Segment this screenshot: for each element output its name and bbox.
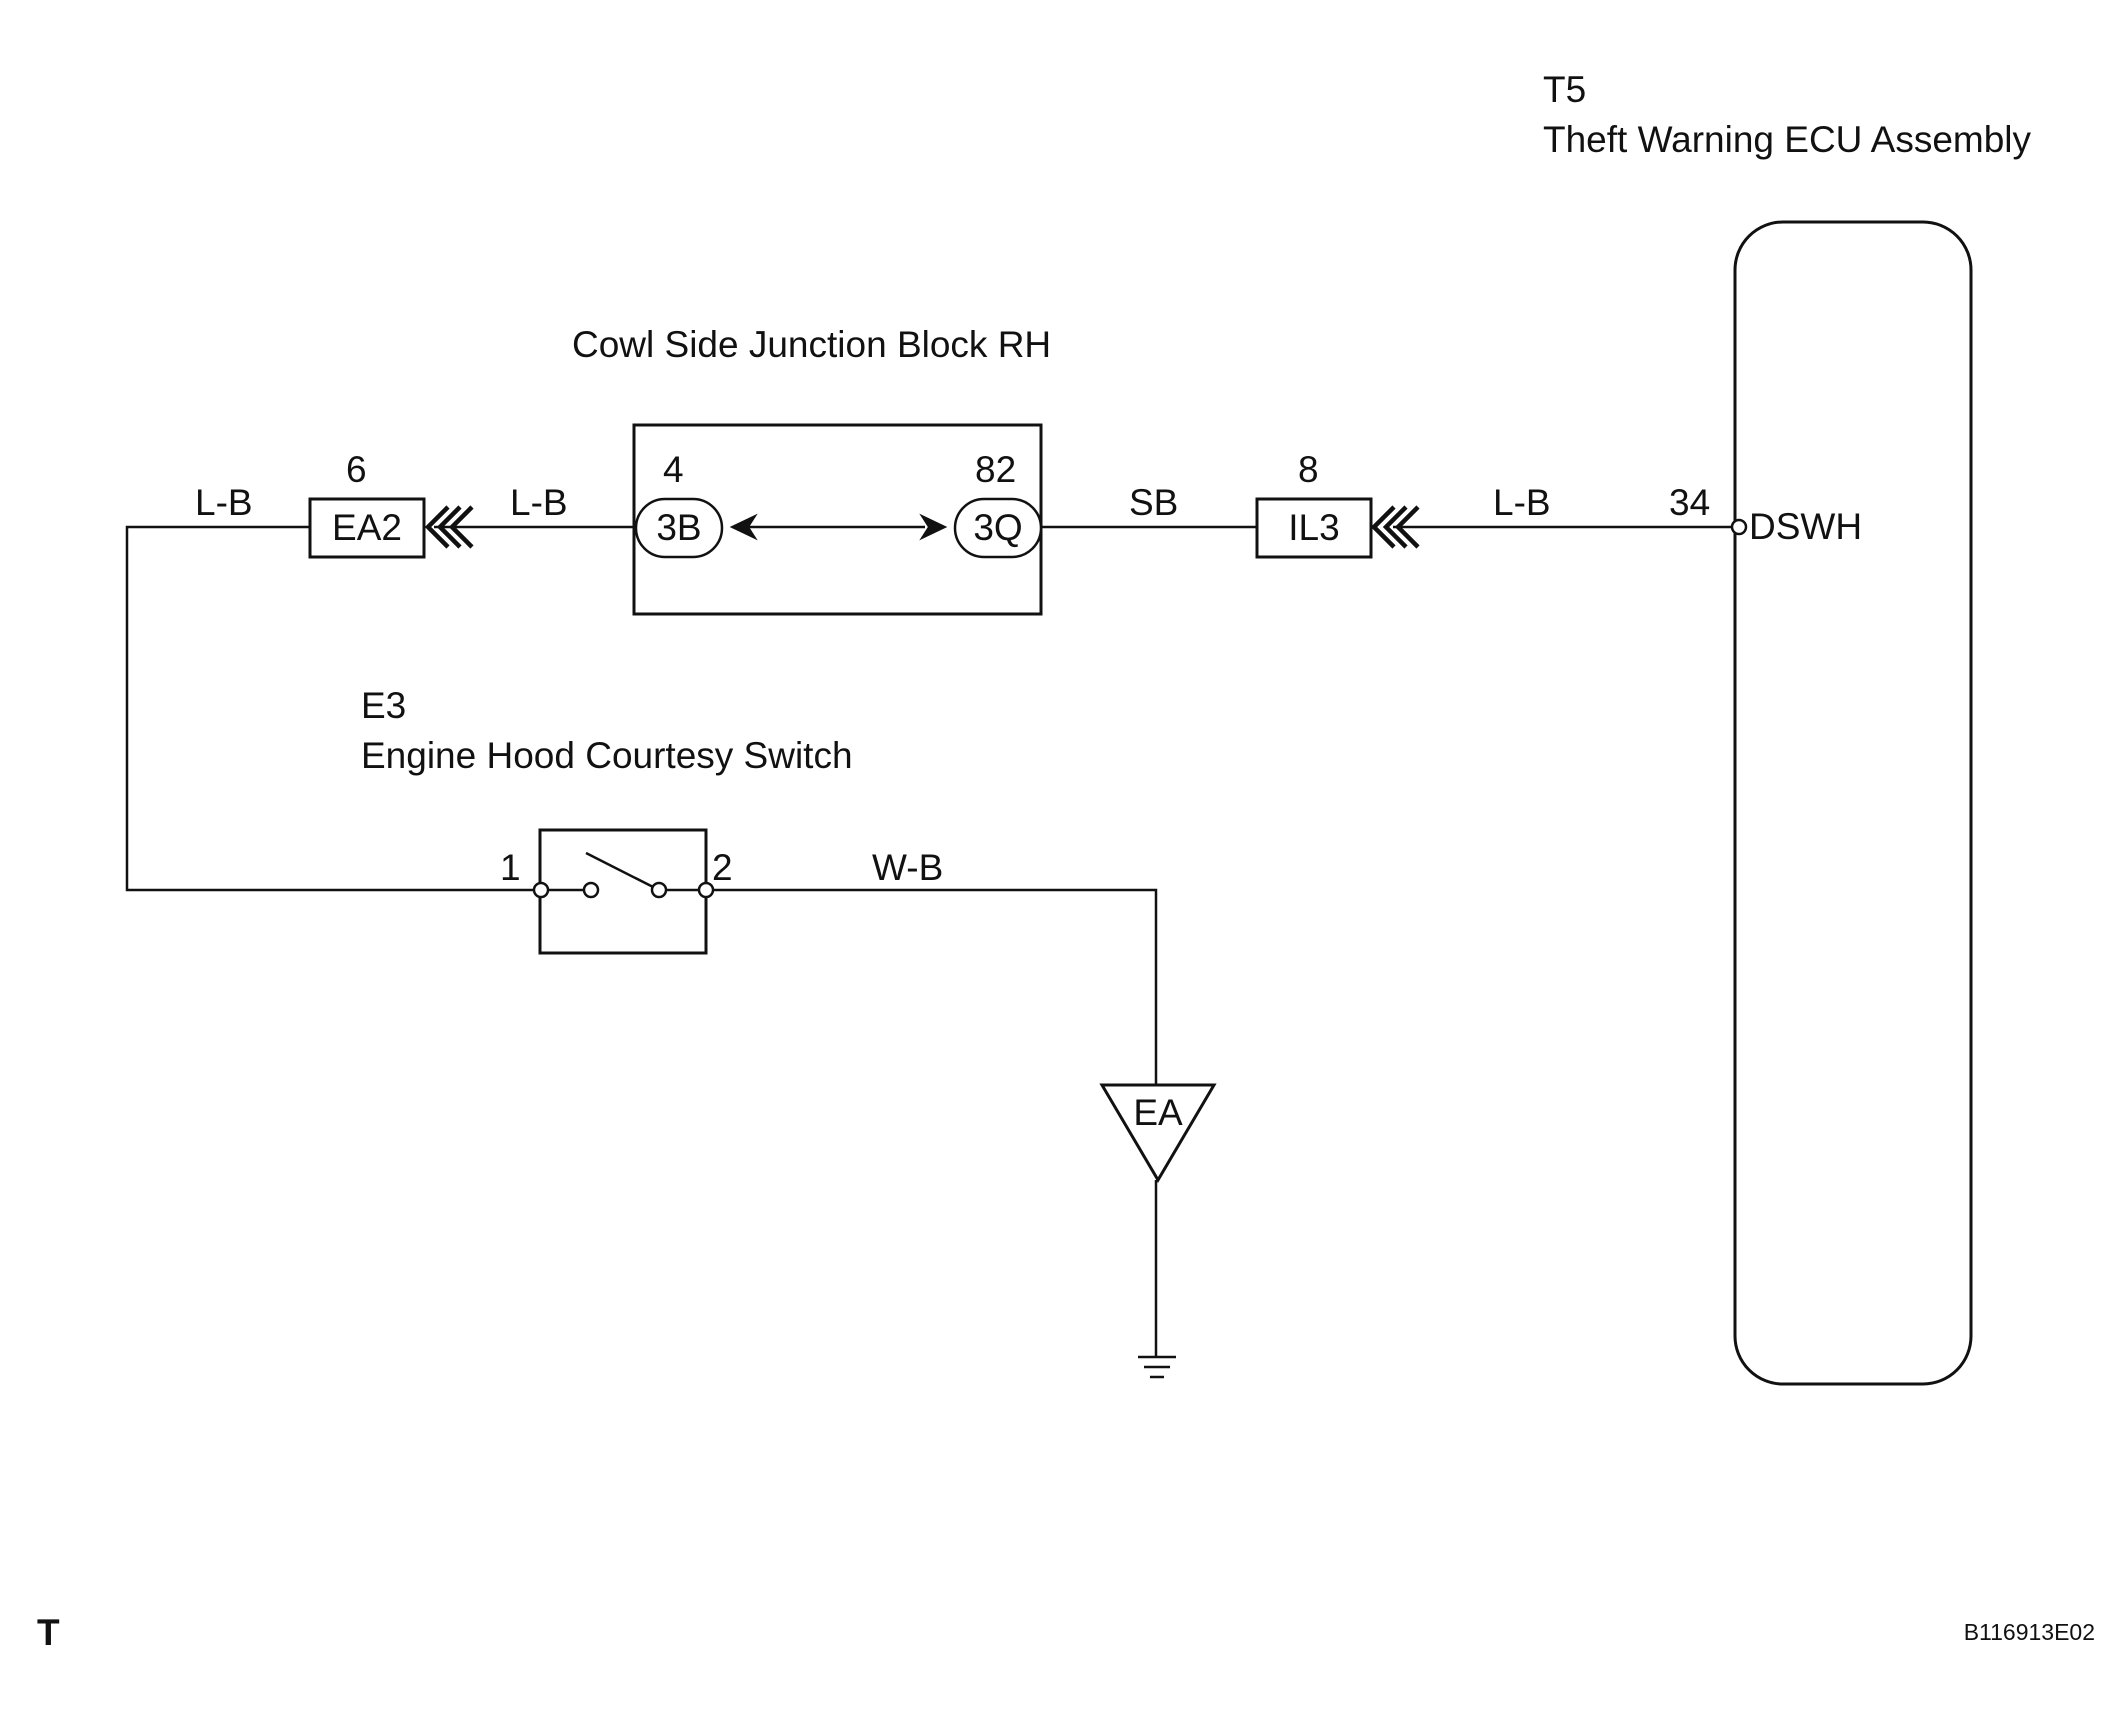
jb-right-arrow-icon — [919, 513, 948, 541]
jb-right-connector — [953, 497, 1043, 559]
switch-pin-1: 1 — [500, 847, 521, 888]
ecu-pin: 34 — [1669, 482, 1710, 523]
wire-paths — [125, 525, 1735, 1357]
jb-left-pin: 4 — [663, 449, 684, 490]
ecu-terminal-pin — [1730, 518, 1748, 536]
wire-color-ea2-to-jb: L-B — [510, 482, 568, 523]
jb-right-pin: 82 — [975, 449, 1016, 490]
corner-mark: T — [37, 1612, 60, 1653]
wire-color-il3-to-ecu: L-B — [1493, 482, 1551, 523]
ground-point-triangle — [1099, 1083, 1217, 1183]
wire-color-switch-ground: W-B — [872, 847, 943, 888]
il3-pin-number: 8 — [1298, 449, 1319, 490]
wire-color-jb-to-il3: SB — [1129, 482, 1178, 523]
ground-point-label: EA — [1133, 1092, 1183, 1133]
switch-contact-icon — [532, 851, 715, 899]
il3-connector-box — [1255, 497, 1373, 559]
ecu-code: T5 — [1543, 69, 1586, 110]
wire-left-loop — [125, 525, 540, 892]
ecu-body — [1733, 220, 1973, 1386]
ground-icon — [1138, 1355, 1176, 1379]
switch-pin-2: 2 — [712, 847, 733, 888]
jb-left-connector-label: 3B — [656, 507, 701, 548]
ea2-connector-label: EA2 — [332, 507, 402, 548]
jb-left-arrow-icon — [729, 513, 758, 541]
jb-left-connector — [634, 497, 724, 559]
il3-connector-label: IL3 — [1288, 507, 1339, 548]
switch-body — [538, 828, 708, 955]
switch-name: Engine Hood Courtesy Switch — [361, 735, 853, 776]
ecu-terminal-label: DSWH — [1749, 506, 1862, 547]
jb-right-connector-label: 3Q — [973, 507, 1022, 548]
junction-block-title: Cowl Side Junction Block RH — [572, 324, 1051, 365]
ea2-connector-box — [308, 497, 426, 559]
wire-switch-to-ground — [706, 888, 1158, 1085]
ea2-pin-number: 6 — [346, 449, 367, 490]
ecu-name: Theft Warning ECU Assembly — [1543, 119, 2032, 160]
wire-color-far-left: L-B — [195, 482, 253, 523]
ea2-chevron-icon — [424, 505, 474, 549]
switch-code: E3 — [361, 685, 406, 726]
figure-code: B116913E02 — [1964, 1619, 2095, 1645]
il3-chevron-icon — [1370, 505, 1420, 549]
